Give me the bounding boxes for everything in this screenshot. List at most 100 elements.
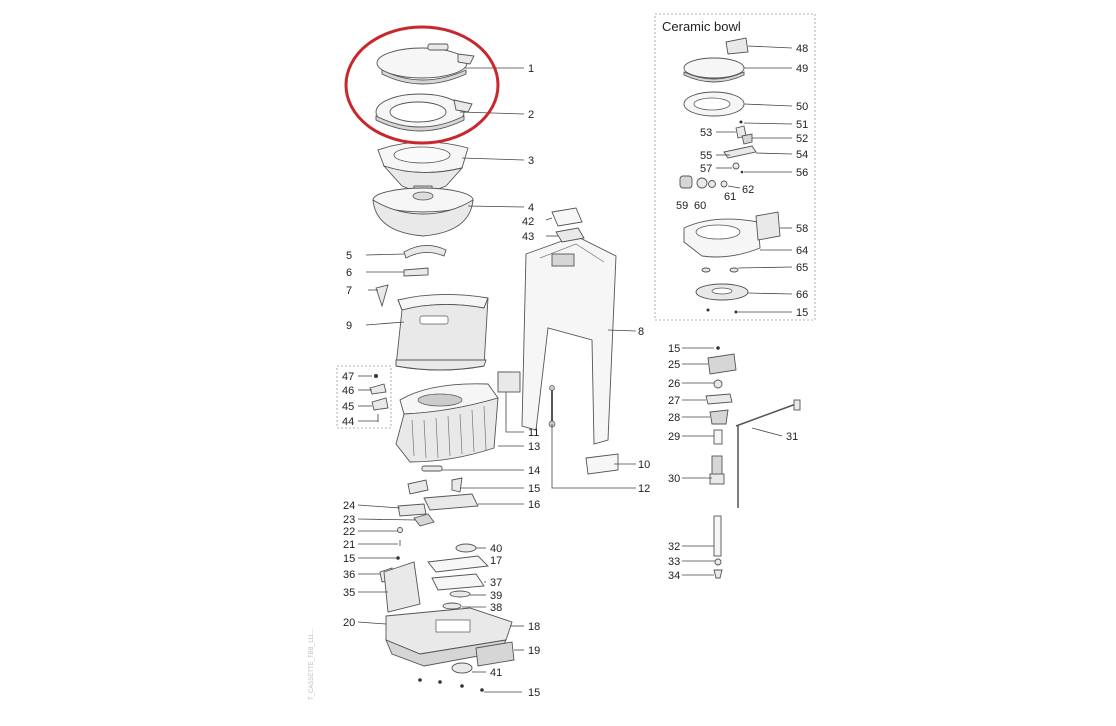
- part-label-l10: 10: [638, 459, 650, 471]
- part-label-l23: 23: [343, 514, 355, 526]
- part-40-ring: [455, 543, 477, 553]
- part-28-valve: [709, 409, 729, 425]
- part-label-l50: 50: [796, 101, 808, 113]
- part-label-l8: 8: [638, 326, 644, 338]
- part-16-plate: [407, 479, 479, 511]
- part-label-l15a: 15: [528, 483, 540, 495]
- part-label-l49: 49: [796, 63, 808, 75]
- highlight-circle: [344, 25, 500, 145]
- part-label-l11: 11: [528, 427, 539, 439]
- part-label-l15e: 15: [668, 343, 680, 355]
- part-label-l33: 33: [668, 556, 680, 568]
- part-50-ceramic-seat: [683, 91, 745, 117]
- part-41-ring: [451, 662, 473, 674]
- part-42-tag: [551, 207, 583, 227]
- part-39-seal: [449, 590, 471, 598]
- part-label-l34: 34: [668, 570, 680, 582]
- part-17-cover: [427, 555, 489, 573]
- part-label-l52: 52: [796, 133, 808, 145]
- part-label-l53: 53: [700, 127, 712, 139]
- part-label-l2: 2: [528, 109, 534, 121]
- detail-box-44-47: [336, 365, 392, 429]
- part-label-l57: 57: [700, 163, 712, 175]
- part-label-l30: 30: [668, 473, 680, 485]
- part-15-screw-b: [396, 556, 400, 560]
- part-label-l15d: 15: [796, 307, 808, 319]
- part-66-flange: [695, 283, 749, 301]
- part-label-l64: 64: [796, 245, 808, 257]
- part-label-l15b: 15: [343, 553, 355, 565]
- part-label-l35: 35: [343, 587, 355, 599]
- part-label-l36: 36: [343, 569, 355, 581]
- part-label-l26: 26: [668, 378, 680, 390]
- part-34-nozzle: [713, 569, 723, 579]
- part-30-pump: [709, 455, 725, 485]
- part-label-l55: 55: [700, 150, 712, 162]
- part-label-l48: 48: [796, 43, 808, 55]
- part-43-gasket: [555, 227, 585, 243]
- part-5-hinge: [403, 245, 447, 259]
- part-label-l43: 43: [522, 231, 534, 243]
- part-8-side-panel: [521, 235, 617, 445]
- part-64-ceramic-bowl: [683, 211, 781, 258]
- part-27-gasket: [705, 393, 733, 405]
- part-label-l45: 45: [342, 401, 354, 413]
- ceramic-bowl-title: Ceramic bowl: [662, 19, 741, 34]
- part-49-ceramic-lid: [683, 57, 745, 83]
- part-11-bracket: [497, 371, 521, 393]
- part-label-l20: 20: [343, 617, 355, 629]
- part-label-l56: 56: [796, 167, 808, 179]
- part-15-screw-d: [716, 346, 720, 350]
- part-24-bracket: [397, 503, 427, 517]
- part-4-bowl-shell: [372, 187, 474, 237]
- part-label-l58: 58: [796, 223, 808, 235]
- part-33-clip: [714, 558, 722, 566]
- watermark: T_CASSETTE_TBB_111...: [309, 629, 315, 700]
- part-label-l17: 17: [490, 555, 502, 567]
- part-label-l42: 42: [522, 216, 534, 228]
- part-label-l46: 46: [342, 385, 354, 397]
- part-label-l18: 18: [528, 621, 540, 633]
- part-label-l66: 66: [796, 289, 808, 301]
- part-7-lever: [375, 284, 389, 308]
- part-35-panel: [383, 561, 421, 613]
- part-23-valve: [413, 513, 435, 527]
- part-label-l62: 62: [742, 184, 754, 196]
- part-label-l7: 7: [346, 285, 352, 297]
- part-label-l9: 9: [346, 320, 352, 332]
- part-10-card: [585, 453, 619, 475]
- part-label-l39: 39: [490, 590, 502, 602]
- part-label-l25: 25: [668, 359, 680, 371]
- part-label-l27: 27: [668, 395, 680, 407]
- part-9-upper-housing: [395, 294, 489, 371]
- part-label-l13: 13: [528, 441, 540, 453]
- part-1-lid: [376, 43, 475, 85]
- part-label-l4: 4: [528, 202, 534, 214]
- part-label-l12: 12: [638, 483, 650, 495]
- part-65-feet: [701, 267, 739, 273]
- part-label-l51: 51: [796, 119, 808, 131]
- part-label-l38: 38: [490, 602, 502, 614]
- part-label-l65: 65: [796, 262, 808, 274]
- part-25-actuator: [707, 353, 737, 375]
- part-label-l5: 5: [346, 250, 352, 262]
- part-label-l31: 31: [786, 431, 798, 443]
- part-label-l15c: 15: [528, 687, 540, 699]
- part-label-l41: 41: [490, 667, 502, 679]
- part-26-knob: [713, 379, 723, 389]
- part-15-screws-bottom: [418, 678, 484, 692]
- part-label-l29: 29: [668, 431, 680, 443]
- part-32-pipe: [713, 515, 722, 557]
- part-label-l16: 16: [528, 499, 540, 511]
- part-38-gasket: [442, 602, 462, 610]
- part-label-l24: 24: [343, 500, 355, 512]
- part-label-l14: 14: [528, 465, 540, 477]
- part-31-rod: [735, 399, 801, 508]
- part-label-l22: 22: [343, 526, 355, 538]
- part-label-l44: 44: [342, 416, 354, 428]
- part-label-l37: 37: [490, 577, 502, 589]
- part-label-l54: 54: [796, 149, 808, 161]
- part-label-l59: 59: [676, 200, 688, 212]
- part-37-plate: [431, 573, 485, 591]
- part-label-l40: 40: [490, 543, 502, 555]
